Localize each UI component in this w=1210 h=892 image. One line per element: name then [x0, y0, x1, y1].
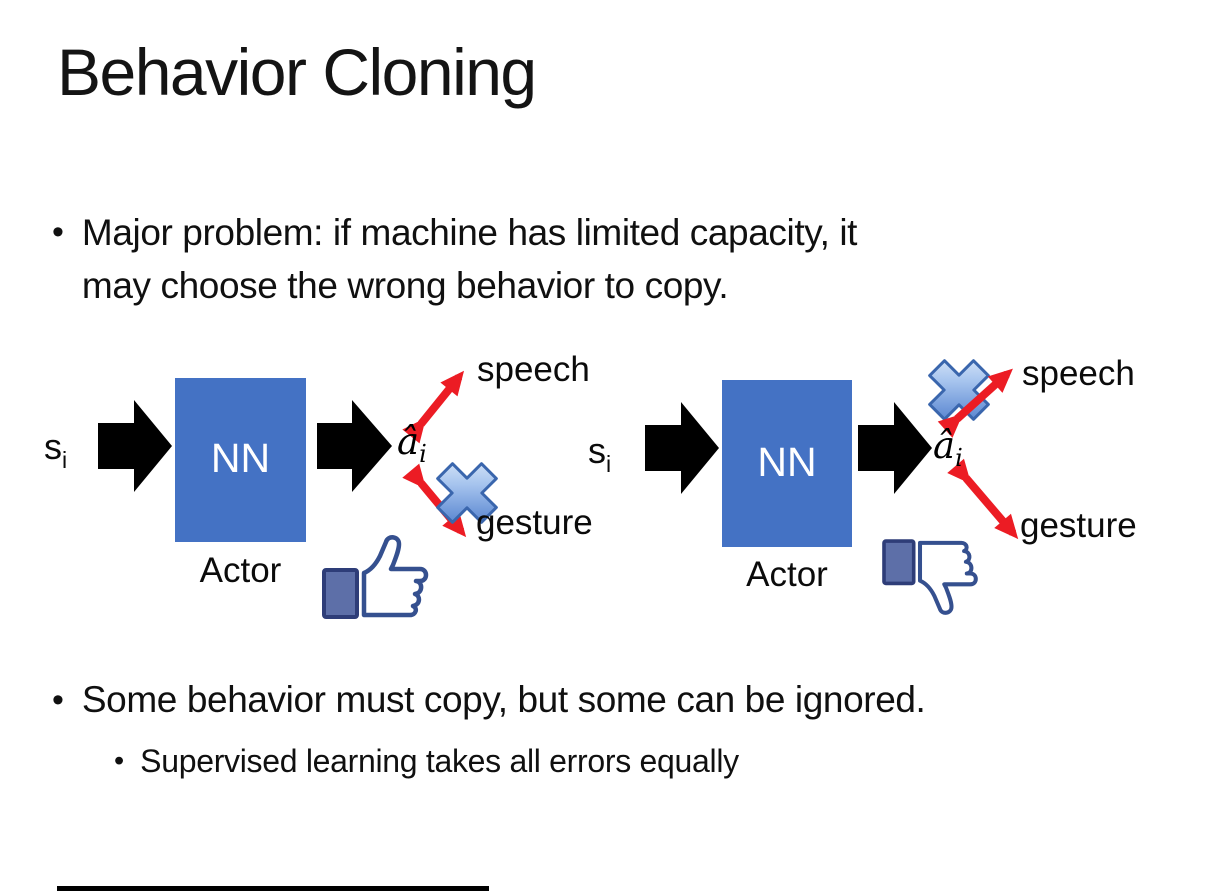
input-state-label-left: si	[44, 426, 68, 473]
output-action-label-right: âi	[933, 424, 963, 472]
thumbs-up-icon	[322, 535, 429, 619]
bullet-some-behavior: • Some behavior must copy, but some can …	[52, 676, 926, 724]
actor-label-left: Actor	[199, 551, 282, 590]
bullet-some-text: Some behavior must copy, but some can be…	[81, 679, 926, 720]
speech-label-left: speech	[477, 350, 590, 389]
speech-label-right: speech	[1022, 354, 1135, 393]
page-title: Behavior Cloning	[57, 35, 537, 109]
nn-box-left	[175, 378, 306, 542]
nn-box-right	[722, 380, 852, 547]
blue-cross-icon-left	[436, 462, 498, 524]
nn-label-left: NN	[210, 435, 271, 481]
block-arrow-output-left	[317, 400, 392, 492]
bullet-dot: •	[114, 745, 125, 777]
bullet-dot: •	[52, 213, 64, 251]
thumbs-down-icon	[882, 539, 978, 615]
gesture-label-right: gesture	[1020, 506, 1137, 545]
bullet-supervised-learning: • Supervised learning takes all errors e…	[114, 739, 739, 783]
bullet-major-line2: may choose the wrong behavior to copy.	[81, 265, 729, 306]
output-action-label-left: âi	[397, 420, 427, 468]
bullet-major-line1: Major problem: if machine has limited ca…	[81, 212, 858, 253]
bullet-major-problem: • Major problem: if machine has limited …	[52, 206, 857, 312]
block-arrow-output-right	[858, 402, 932, 494]
bullet-supervised-text: Supervised learning takes all errors equ…	[140, 743, 739, 779]
bullet-dot: •	[52, 681, 64, 719]
gesture-label-left: gesture	[476, 503, 593, 542]
bottom-edge-bar	[57, 886, 489, 891]
double-arrow-speech-right	[937, 368, 1013, 438]
input-state-label-right: si	[588, 430, 612, 477]
double-arrow-speech-left	[402, 370, 465, 444]
block-arrow-input-left	[98, 400, 172, 492]
block-arrow-input-right	[645, 402, 719, 494]
actor-label-right: Actor	[746, 555, 828, 594]
nn-label-right: NN	[757, 439, 817, 485]
double-arrow-gesture-right	[947, 458, 1019, 540]
bullet-major-text: Major problem: if machine has limited ca…	[81, 206, 858, 312]
